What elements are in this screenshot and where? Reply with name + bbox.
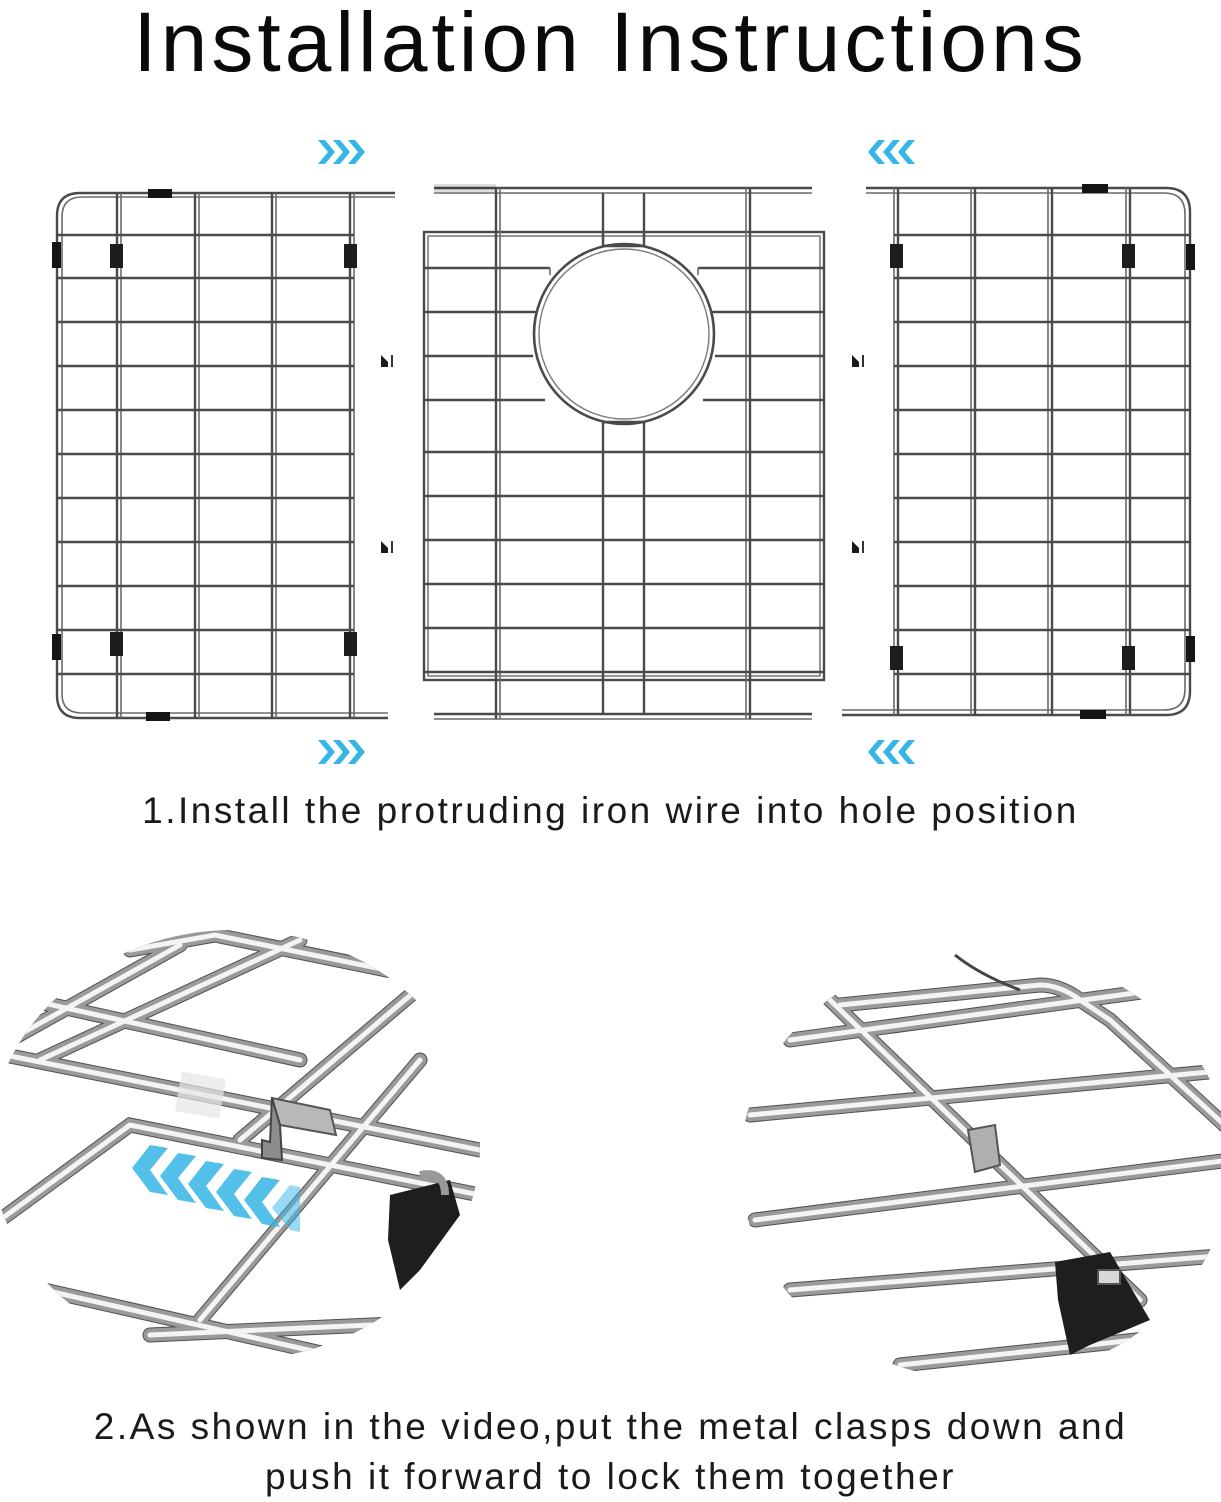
left-grid-horizontals	[57, 233, 354, 676]
clasp-ghost	[174, 1071, 227, 1119]
step-2-line-1: 2.As shown in the video,put the metal cl…	[93, 1406, 1128, 1447]
metal-clasp	[966, 1123, 1002, 1174]
step-1-caption: 1.Install the protruding iron wire into …	[142, 790, 1079, 831]
black-clip	[1055, 1252, 1150, 1355]
grid-panels-diagram	[52, 140, 1195, 764]
right-grid-verticals	[893, 188, 1132, 715]
middle-grid-panel	[422, 184, 826, 720]
step-2-caption: 2.As shown in the video,put the metal cl…	[0, 1402, 1221, 1502]
right-grid-horizontals	[894, 233, 1190, 676]
right-grid-panel	[842, 184, 1195, 719]
step-2-line-2: push it forward to lock them together	[265, 1456, 956, 1497]
middle-grid-horizontals	[424, 266, 824, 674]
black-clip	[388, 1180, 460, 1290]
middle-grid-verticals	[494, 188, 752, 719]
left-closeup-view	[0, 930, 480, 1360]
right-closeup-view	[742, 953, 1221, 1373]
metal-clasp	[261, 1096, 338, 1162]
left-grid-panel	[52, 189, 395, 721]
page-title: Installation Instructions	[133, 0, 1088, 89]
push-direction-arrows	[132, 1145, 300, 1232]
